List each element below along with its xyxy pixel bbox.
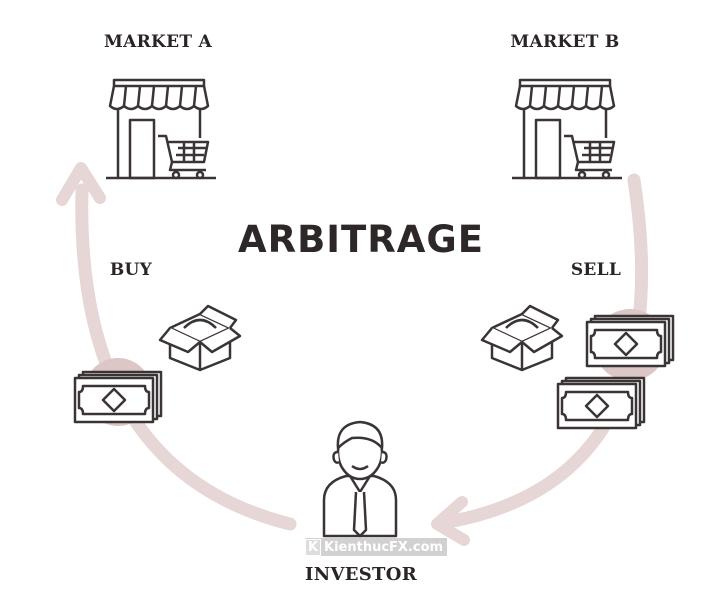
sell-label: SELL [570,260,622,280]
market-a-label: MARKET A [103,32,213,52]
market-b-label: MARKET B [510,32,620,52]
watermark-k: K [305,538,321,556]
buy-money-icon [73,370,163,424]
diagram-title: ARBITRAGE [237,218,485,261]
buy-label: BUY [109,260,153,280]
sell-box-icon [480,304,564,372]
market-a-store-icon [104,78,218,180]
investor-label: INVESTOR [305,564,417,585]
watermark-text: KienthucFX.com [324,539,444,555]
sell-money-icon-2 [556,376,646,430]
investor-icon [322,420,398,538]
buy-box-icon [158,304,242,372]
sell-arrowhead-icon [431,496,470,546]
sell-money-icon-1 [585,314,675,368]
watermark: K KienthucFX.com [305,538,448,556]
market-b-store-icon [510,78,624,180]
buy-arrowhead-icon [56,162,106,206]
